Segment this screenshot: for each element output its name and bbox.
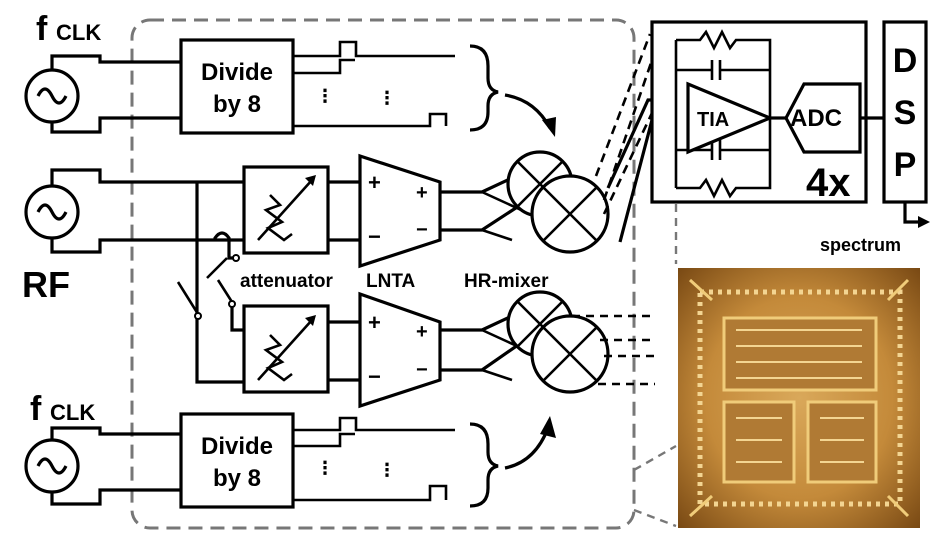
lnta-bottom-minus: −: [368, 364, 381, 389]
die-photo: [678, 268, 920, 528]
arrowhead-bottom: [540, 416, 556, 438]
phase-outputs-bottom: ⋮ ⋮: [293, 416, 556, 508]
lnta-bottom: + − + −: [358, 291, 531, 409]
rf-source: RF: [22, 168, 244, 305]
rf-label: RF: [22, 264, 70, 305]
ellipsis-top-a: ⋮: [316, 86, 334, 106]
arrow-top: [504, 93, 552, 129]
ellipsis-top-b: ⋮: [378, 88, 396, 108]
adc-label: ADC: [790, 105, 842, 132]
dsp-letter-d: D: [893, 42, 918, 80]
lnta-top-plus: +: [368, 170, 381, 195]
brace-bottom: [469, 422, 499, 508]
lnta-bottom-out-plus: +: [416, 321, 428, 343]
dsp-letter-p: P: [894, 146, 917, 184]
tia-label: TIA: [697, 109, 729, 131]
tia-adc-block: TIA ADC 4x: [650, 20, 884, 205]
attenuator-top: [242, 165, 360, 255]
lnta-top-out-minus: −: [416, 219, 428, 241]
divider-top-line2: by 8: [213, 91, 261, 118]
divider-top: [179, 38, 295, 135]
tia-amplifier: [686, 81, 775, 155]
divider-bottom-line1: Divide: [201, 433, 273, 460]
lnta-bottom-plus: +: [368, 310, 381, 335]
mixer-pair-top: [506, 150, 610, 254]
attenuator-label: attenuator: [240, 271, 334, 292]
attenuator-bottom: [242, 304, 360, 394]
clock-label-top-sub: CLK: [56, 20, 101, 45]
chip-boundary: [130, 18, 636, 530]
clock-label-bottom: f: [30, 390, 42, 428]
divider-top-line1: Divide: [201, 59, 273, 86]
ellipsis-bottom-a: ⋮: [316, 458, 334, 478]
dsp-letter-s: S: [894, 94, 917, 132]
rf-sine-wave-icon: [36, 203, 68, 221]
brace-top: [469, 44, 499, 132]
ellipsis-bottom-b: ⋮: [378, 460, 396, 480]
clock-label-bottom-sub: CLK: [50, 400, 95, 425]
lnta-label: LNTA: [366, 271, 416, 292]
sine-wave-bottom-icon: [36, 457, 68, 475]
mixer-pair-bottom: [506, 290, 655, 394]
mixer-label: HR-mixer: [464, 271, 549, 292]
sine-wave-icon: [36, 87, 68, 105]
dsp-block: D S P: [882, 20, 930, 228]
lnta-top-minus: −: [368, 224, 381, 249]
phase-outputs-top: ⋮ ⋮: [293, 40, 556, 137]
lnta-bottom-out-minus: −: [416, 359, 428, 381]
lnta-top: + − + −: [358, 153, 531, 269]
clock-label-top: f: [36, 10, 48, 48]
multiplier-label: 4x: [806, 161, 851, 205]
clock-source-bottom: f CLK: [24, 390, 181, 506]
lnta-top-out-plus: +: [416, 182, 428, 204]
clock-source-top: f CLK: [24, 10, 181, 134]
divider-bottom-line2: by 8: [213, 465, 261, 492]
arrowhead-top: [542, 117, 556, 137]
divider-bottom: [179, 412, 295, 509]
spectrum-label: spectrum: [820, 235, 901, 255]
switch-network: [176, 182, 244, 384]
